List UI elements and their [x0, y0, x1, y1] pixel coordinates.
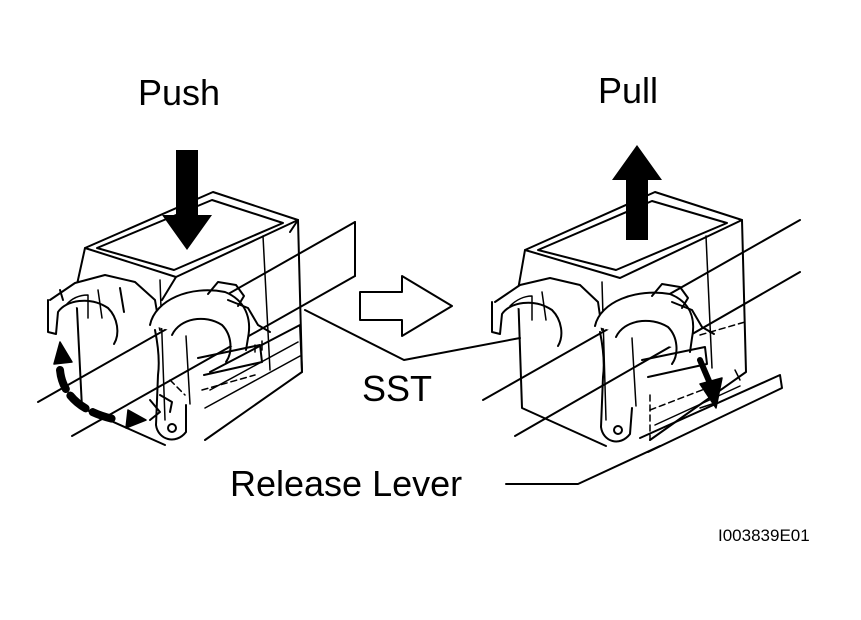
lever-press-arrow-icon — [700, 360, 722, 408]
release-lever-leader-line — [506, 446, 660, 484]
figure-id-label: I003839E01 — [718, 526, 810, 545]
push-label: Push — [138, 72, 221, 113]
rotate-arrow-icon — [54, 342, 160, 428]
left-lower-rail — [205, 325, 302, 408]
pull-label: Pull — [598, 70, 659, 111]
right-retainer-rear — [492, 278, 602, 346]
release-lever-label: Release Lever — [230, 463, 463, 504]
left-retainer-rear — [48, 275, 160, 344]
right-retainer-front — [595, 284, 714, 441]
pull-arrow-icon — [612, 145, 662, 240]
right-release-lever — [640, 370, 782, 452]
right-hidden-lines — [650, 322, 745, 440]
left-hidden-lines — [170, 375, 255, 395]
transition-arrow-icon — [360, 276, 452, 336]
sst-label: SST — [362, 368, 433, 409]
left-retainer-front — [150, 282, 270, 439]
sst-leader-lines — [305, 310, 520, 360]
push-arrow-icon — [162, 150, 212, 250]
